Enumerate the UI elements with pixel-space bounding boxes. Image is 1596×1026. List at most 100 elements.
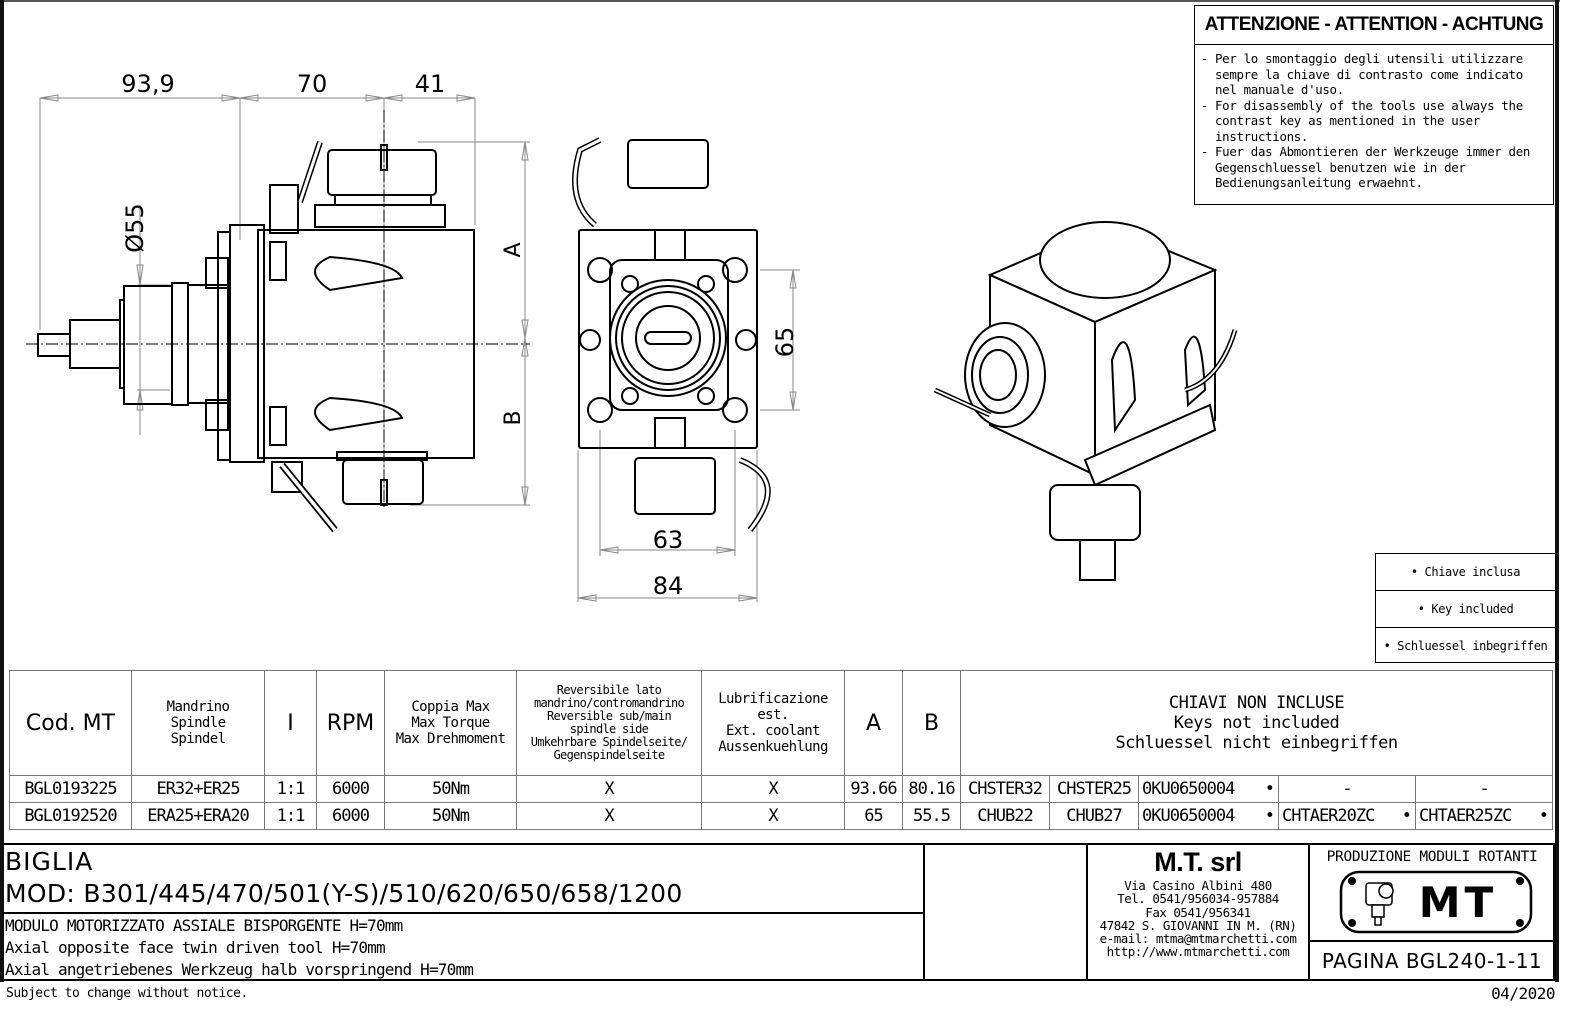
divider [1308,940,1556,942]
title-block: BIGLIA MOD: B301/445/470/501(Y-S)/510/62… [3,843,1556,981]
dim-63: 63 [653,526,684,554]
divider [923,845,925,979]
divider [3,912,923,914]
divider [1308,845,1310,979]
title-block-right-border [1553,843,1556,981]
company-tel: Tel. 0541/956034-957884 [1117,891,1279,907]
logo-screw-icon [1516,919,1524,927]
cell-b: 55.5 [902,802,961,830]
cell-spindle: ER32+ER25 [131,775,265,803]
cell-torque: 50Nm [384,775,517,803]
header-code: Cod. MT [9,670,132,776]
drawing-frame-top [0,0,1560,2]
cell-coolant: X [701,802,845,830]
key-legend-it: • Chiave inclusa [1376,554,1555,591]
model-list: MOD: B301/445/470/501(Y-S)/510/620/650/6… [5,879,683,908]
cell-code: BGL0193225 [9,775,132,803]
included-mark: • [1264,779,1275,799]
isometric-view-drawing [933,221,1238,581]
cell-coolant: X [701,775,845,803]
included-mark: • [1401,806,1412,826]
header-ratio: I [264,670,317,776]
revision-date: 04/2020 [1491,984,1555,1003]
page-number: PAGINA BGL240-1-11 [1321,949,1543,973]
attention-notice: ATTENZIONE - ATTENTION - ACHTUNG -Per lo… [1194,5,1554,205]
table-row: BGL0192520 ERA25+ERA20 1:1 6000 50Nm X X… [9,802,1553,830]
logo-screw-icon [1348,919,1356,927]
dim-93-9: 93,9 [121,70,174,98]
cell-code: BGL0192520 [9,802,132,830]
header-b: B [902,670,961,776]
attention-item-en: -For disassembly of the tools use always… [1201,97,1523,144]
logo-screw-icon [1348,877,1356,885]
cell-key2: CHSTER25 [1049,775,1139,803]
logo-screw-icon [1516,877,1524,885]
cell-rpm: 6000 [316,775,385,803]
cell-reversible: X [516,775,702,803]
header-a: A [844,670,903,776]
cell-ratio: 1:1 [264,775,317,803]
cell-ratio: 1:1 [264,802,317,830]
cell-key3: 0KU0650004• [1138,775,1279,803]
cell-key4: CHTAER20ZC• [1278,802,1416,830]
cell-torque: 50Nm [384,802,517,830]
drawing-frame-left [0,0,4,982]
dim-41: 41 [415,70,446,98]
description-en: Axial opposite face twin driven tool H=7… [5,938,386,957]
company-email: e-mail: mtma@mtmarchetti.com [1099,931,1297,947]
cell-key4: - [1278,775,1416,803]
cell-rpm: 6000 [316,802,385,830]
front-view-drawing: 63 84 65 [572,137,800,602]
company-city: 47842 S. GIOVANNI IN M. (RN) [1099,917,1297,933]
mt-logo: MT [1339,870,1533,934]
dim-a-label: A [501,242,526,257]
dim-84: 84 [653,572,684,600]
divider [1086,845,1088,979]
cell-key1: CHUB22 [960,802,1050,830]
logo-tool-icon [1365,882,1394,926]
dim-70: 70 [297,70,328,98]
production-label: PRODUZIONE MODULI ROTANTI [1326,849,1538,865]
company-web: http://www.mtmarchetti.com [1106,944,1290,960]
cell-key2: CHUB27 [1049,802,1139,830]
attention-item-it: -Per lo smontaggio degli utensili utiliz… [1201,51,1523,97]
brand-name: BIGLIA [5,847,94,876]
dim-diameter-55: Ø55 [121,203,149,252]
dim-65: 65 [771,327,799,358]
disclaimer: Subject to change without notice. [6,986,248,1001]
cell-reversible: X [516,802,702,830]
company-name: M.T. srl [1154,847,1242,877]
key-legend: • Chiave inclusa • Key included • Schlue… [1375,553,1556,663]
side-view-drawing: 93,9 70 41 Ø55 A B [26,70,530,533]
company-fax: Fax 0541/956341 [1145,904,1251,920]
company-info: M.T. srl Via Casino Albini 480 Tel. 0541… [1088,845,1308,979]
cell-a: 93.66 [844,775,903,803]
description-it: MODULO MOTORIZZATO ASSIALE BISPORGENTE H… [5,916,403,935]
attention-item-de: -Fuer das Abmontieren der Werkzeuge imme… [1201,144,1531,190]
included-mark: • [1264,806,1275,826]
cell-b: 80.16 [902,775,961,803]
key-legend-de: • Schluessel inbegriffen [1383,639,1548,653]
drawing-frame-right [1555,0,1559,982]
cell-spindle: ERA25+ERA20 [131,802,265,830]
cell-key5: CHTAER25ZC• [1415,802,1553,830]
header-rpm: RPM [316,670,385,776]
included-mark: • [1538,806,1549,826]
company-address: Via Casino Albini 480 [1124,878,1272,893]
cell-key5: - [1415,775,1553,803]
table-row: BGL0193225 ER32+ER25 1:1 6000 50Nm X X 9… [9,775,1553,803]
logo-text: MT [1419,878,1497,927]
cell-key3: 0KU0650004• [1138,802,1279,830]
description-de: Axial angetriebenes Werkzeug halb vorspr… [5,960,474,979]
attention-title: ATTENZIONE - ATTENTION - ACHTUNG [1195,6,1553,45]
cell-a: 65 [844,802,903,830]
cell-key1: CHSTER32 [960,775,1050,803]
dim-b-label: B [501,410,526,425]
